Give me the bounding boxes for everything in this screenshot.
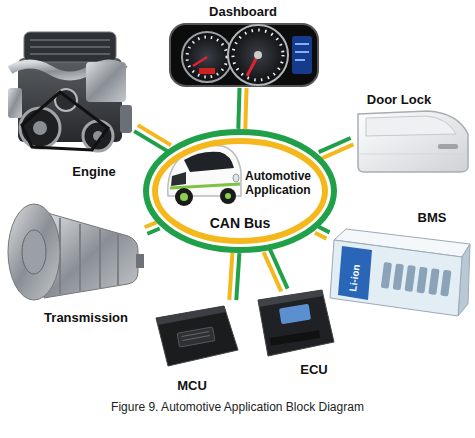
bus-wire bbox=[138, 125, 171, 145]
bus-wire bbox=[322, 144, 354, 158]
transmission-picture bbox=[136, 254, 144, 268]
bus-wire bbox=[229, 253, 232, 300]
dashboard-node: Dashboard bbox=[165, 4, 321, 88]
engine-node: Engine bbox=[4, 28, 136, 182]
ecu-picture bbox=[258, 290, 323, 307]
battery-pack-picture bbox=[338, 246, 372, 300]
engine-picture bbox=[86, 62, 126, 102]
ecu-picture bbox=[258, 290, 334, 356]
door-picture bbox=[438, 144, 458, 149]
bus-wire bbox=[147, 229, 159, 234]
dashboard-picture bbox=[254, 51, 262, 59]
door-picture bbox=[358, 111, 468, 172]
dashboard-picture bbox=[193, 57, 207, 66]
component-label: ECU bbox=[300, 362, 327, 377]
battery-pack-picture bbox=[393, 264, 404, 291]
door-picture bbox=[366, 116, 456, 136]
engine-picture bbox=[33, 121, 47, 135]
car-picture bbox=[225, 193, 231, 199]
engine-picture bbox=[8, 32, 132, 151]
can-bus-ring: Automotive ApplicationCAN Bus bbox=[142, 129, 338, 253]
caption-holder: Figure 9. Automotive Application Block D… bbox=[0, 399, 475, 415]
car-picture bbox=[233, 174, 239, 182]
mcu-picture bbox=[177, 327, 215, 347]
component-label: Engine bbox=[72, 164, 115, 179]
component-label: Door Lock bbox=[367, 92, 431, 107]
bus-wire bbox=[238, 88, 239, 129]
can-bus-link bbox=[229, 253, 239, 301]
bms-node: BMS bbox=[328, 208, 470, 318]
bus-wire bbox=[264, 252, 282, 291]
car-picture bbox=[170, 184, 240, 188]
dashboard-picture bbox=[292, 36, 312, 74]
transmission-picture bbox=[22, 230, 46, 274]
bus-wire bbox=[315, 233, 326, 239]
engine-picture bbox=[24, 32, 116, 62]
battery-pack-picture bbox=[440, 270, 451, 297]
component-label: Dashboard bbox=[209, 4, 277, 19]
door-lock-node: Door Lock bbox=[352, 92, 472, 174]
engine-picture bbox=[20, 108, 60, 148]
car-picture bbox=[175, 188, 193, 206]
bus-wire bbox=[236, 253, 239, 300]
can-bus-link bbox=[134, 125, 171, 151]
bus-wire bbox=[318, 227, 329, 233]
dashboard-picture bbox=[170, 24, 318, 86]
battery-pack-picture bbox=[416, 267, 427, 294]
door-picture bbox=[358, 111, 468, 172]
green-ring bbox=[146, 132, 334, 250]
mcu-picture bbox=[182, 332, 210, 341]
battery-pack-picture bbox=[330, 229, 470, 316]
bus-wire bbox=[319, 138, 351, 152]
battery-pack-picture bbox=[381, 262, 392, 289]
yellow-ring bbox=[155, 141, 325, 241]
dashboard-picture bbox=[295, 44, 309, 60]
ecu-picture bbox=[279, 304, 311, 324]
can-bus-link bbox=[238, 88, 246, 129]
dashboard-picture bbox=[170, 24, 318, 86]
mcu-node: MCU bbox=[150, 300, 242, 396]
dashboard-picture bbox=[228, 25, 288, 85]
dashboard-picture bbox=[187, 37, 227, 77]
transmission-picture bbox=[8, 204, 144, 300]
can-bus-link bbox=[145, 222, 160, 234]
car-picture bbox=[184, 152, 234, 172]
can-bus-link bbox=[264, 249, 288, 291]
can-bus-link bbox=[319, 138, 354, 159]
door-picture bbox=[360, 154, 466, 155]
transmission-node: Transmission bbox=[4, 198, 146, 328]
engine-picture bbox=[22, 92, 108, 150]
engine-picture bbox=[8, 88, 22, 118]
car-picture bbox=[220, 188, 236, 204]
battery-pack-picture bbox=[405, 265, 416, 292]
transmission-picture bbox=[60, 218, 118, 294]
battery-pack-picture bbox=[428, 268, 439, 295]
bus-wire bbox=[245, 88, 246, 129]
engine-picture bbox=[30, 40, 110, 54]
battery-pack-picture bbox=[381, 262, 452, 297]
figure-caption: Figure 9. Automotive Application Block D… bbox=[0, 399, 475, 415]
component-label: MCU bbox=[177, 378, 207, 393]
engine-picture bbox=[120, 105, 132, 133]
ring-title: Automotive Application bbox=[245, 169, 311, 197]
ecu-node: ECU bbox=[250, 290, 336, 380]
dashboard-picture bbox=[199, 68, 215, 74]
ecu-picture bbox=[258, 290, 334, 356]
bus-wire bbox=[145, 222, 157, 227]
component-label: Transmission bbox=[44, 310, 128, 325]
mcu-picture bbox=[156, 306, 238, 366]
car-picture bbox=[180, 193, 188, 201]
dashboard-picture bbox=[233, 30, 283, 80]
bus-label: CAN Bus bbox=[210, 215, 271, 231]
car-picture bbox=[171, 172, 186, 186]
dashboard-picture bbox=[182, 32, 232, 82]
engine-picture bbox=[83, 121, 113, 151]
battery-pack-picture bbox=[330, 240, 462, 316]
component-label: BMS bbox=[418, 210, 447, 225]
ecu-picture bbox=[270, 330, 321, 346]
mcu-picture bbox=[156, 306, 238, 366]
mcu-picture bbox=[156, 306, 226, 325]
transmission-picture bbox=[8, 204, 60, 300]
